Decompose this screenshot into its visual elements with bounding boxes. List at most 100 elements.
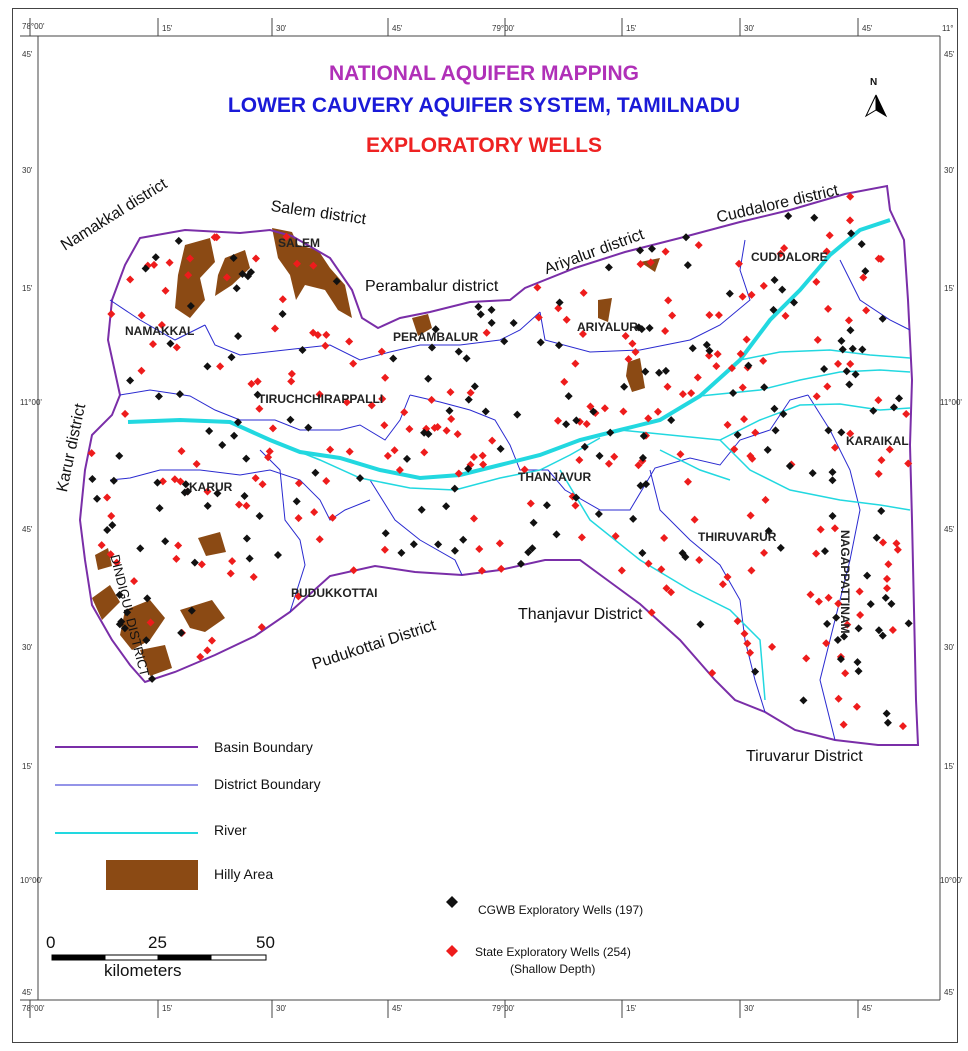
cgwb-well-marker xyxy=(161,537,170,546)
cgwb-well-marker xyxy=(824,426,833,435)
state-well-marker xyxy=(226,569,235,578)
cgwb-well-marker xyxy=(240,492,249,501)
cgwb-well-marker xyxy=(509,318,518,327)
cgwb-well-marker xyxy=(187,606,196,615)
top-tick-6: 30' xyxy=(744,24,755,33)
cgwb-well-marker xyxy=(417,505,426,514)
scale-tick-50: 50 xyxy=(256,933,275,952)
state-well-marker xyxy=(420,448,429,457)
legend-river-label: River xyxy=(214,822,247,838)
state-well-marker xyxy=(856,610,865,619)
north-label: N xyxy=(870,77,878,88)
state-well-marker xyxy=(210,233,219,242)
state-well-marker xyxy=(203,646,212,655)
state-well-marker xyxy=(662,584,671,593)
cgwb-well-marker xyxy=(869,406,878,415)
state-well-marker xyxy=(874,396,883,405)
river-branch xyxy=(719,439,911,511)
cgwb-well-marker xyxy=(155,504,164,513)
cgwb-well-marker xyxy=(645,323,654,332)
cgwb-well-marker xyxy=(213,489,222,498)
state-well-marker xyxy=(846,216,855,225)
cgwb-well-marker xyxy=(255,512,264,521)
cgwb-well-marker xyxy=(174,236,183,245)
cgwb-well-marker xyxy=(409,540,418,549)
hill-patch xyxy=(215,250,250,296)
river-branch xyxy=(659,449,731,481)
state-well-marker xyxy=(694,241,703,250)
cgwb-well-marker xyxy=(203,501,212,510)
legend-state-note: (Shallow Depth) xyxy=(510,962,596,976)
state-well-marker xyxy=(453,430,462,439)
state-well-marker xyxy=(747,566,756,575)
state-well-marker xyxy=(562,315,571,324)
state-well-marker xyxy=(433,422,442,431)
state-well-marker xyxy=(846,192,855,201)
state-well-marker xyxy=(228,557,237,566)
cgwb-well-marker xyxy=(389,354,398,363)
bottom-tick-7: 45' xyxy=(862,1004,873,1013)
state-well-marker xyxy=(902,409,911,418)
basin-boundary xyxy=(78,184,920,746)
state-well-marker xyxy=(247,379,256,388)
state-well-marker xyxy=(687,389,696,398)
right-tick-1: 30' xyxy=(944,166,955,175)
state-well-marker xyxy=(315,390,324,399)
state-well-marker xyxy=(824,304,833,313)
left-tick-3: 11°00' xyxy=(20,398,42,407)
cgwb-well-marker xyxy=(589,407,598,416)
cgwb-well-marker xyxy=(109,476,118,485)
cgwb-well-marker xyxy=(655,368,664,377)
state-well-marker xyxy=(349,359,358,368)
state-well-marker xyxy=(495,539,504,548)
hill-patch xyxy=(92,585,120,620)
cgwb-well-marker xyxy=(606,428,615,437)
state-well-marker xyxy=(824,593,833,602)
state-well-marker xyxy=(255,404,264,413)
top-tick-2: 30' xyxy=(276,24,287,33)
cgwb-well-marker xyxy=(784,211,793,220)
cgwb-well-marker xyxy=(872,533,881,542)
cgwb-well-marker xyxy=(661,366,670,375)
cgwb-well-marker xyxy=(126,376,135,385)
state-well-marker xyxy=(898,722,907,731)
state-well-marker xyxy=(207,636,216,645)
state-well-marker xyxy=(253,377,262,386)
cgwb-well-marker xyxy=(837,428,846,437)
state-well-marker xyxy=(383,451,392,460)
state-well-marker xyxy=(149,340,158,349)
state-well-marker xyxy=(892,539,901,548)
left-tick-7: 10°00' xyxy=(20,876,43,885)
state-well-marker xyxy=(776,249,785,258)
cgwb-well-marker xyxy=(292,497,301,506)
cgwb-well-marker xyxy=(286,415,295,424)
cgwb-well-marker xyxy=(854,624,863,633)
state-well-marker xyxy=(761,495,770,504)
cgwb-well-marker xyxy=(462,354,471,363)
cgwb-well-marker xyxy=(93,494,102,503)
left-tick-8: 45' xyxy=(22,988,33,997)
state-well-marker xyxy=(812,277,821,286)
state-well-marker xyxy=(693,373,702,382)
legend-state-symbol xyxy=(446,945,458,957)
left-tick-6: 15' xyxy=(22,762,33,771)
cgwb-well-marker xyxy=(688,344,697,353)
state-well-marker xyxy=(264,453,273,462)
town-karur: KARUR xyxy=(189,480,233,494)
scale-tick-0: 0 xyxy=(46,933,56,952)
cgwb-well-marker xyxy=(866,600,875,609)
state-well-marker xyxy=(257,623,266,632)
cgwb-well-marker xyxy=(848,344,857,353)
cgwb-well-marker xyxy=(177,628,186,637)
cgwb-well-marker xyxy=(464,464,473,473)
state-well-marker xyxy=(904,459,913,468)
town-tiruchirappalli: TIRUCHCHIRAPPALLI xyxy=(258,392,384,406)
state-well-marker xyxy=(617,566,626,575)
cgwb-well-marker xyxy=(245,554,254,563)
cgwb-well-marker xyxy=(450,546,459,555)
state-well-marker xyxy=(271,324,280,333)
cgwb-well-marker xyxy=(476,310,485,319)
state-well-marker xyxy=(106,550,115,559)
top-tick-0: 78°00' xyxy=(22,22,45,31)
state-well-marker xyxy=(718,580,727,589)
